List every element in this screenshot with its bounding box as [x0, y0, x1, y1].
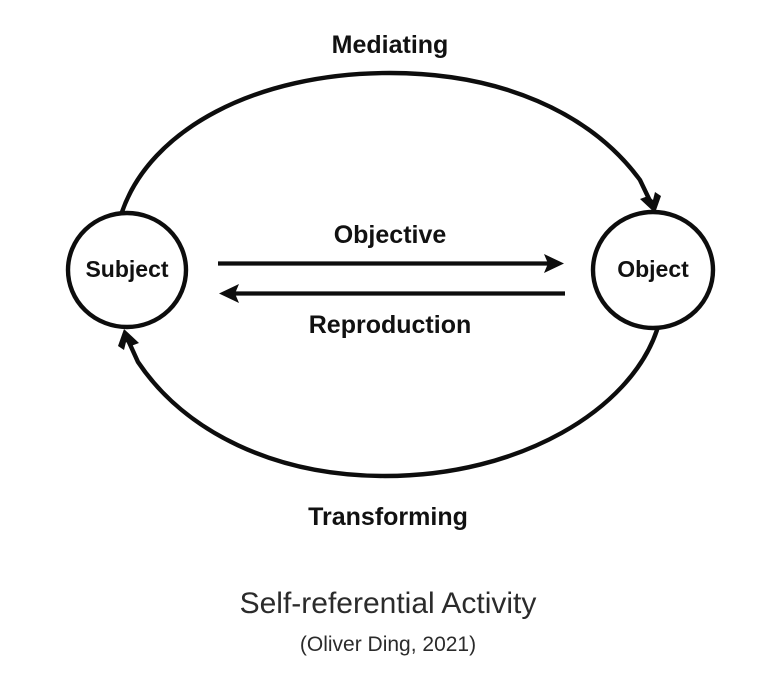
reproduction-arrowhead: [219, 284, 239, 303]
objective-arrowhead: [544, 254, 564, 273]
transforming-arrowhead: [118, 329, 139, 350]
edge-transforming: [118, 327, 660, 479]
edge-label-reproduction: Reproduction: [309, 311, 472, 339]
edge-label-objective: Objective: [334, 221, 447, 249]
caption-title: Self-referential Activity: [240, 587, 537, 620]
edge-label-transforming: Transforming: [308, 503, 468, 531]
edge-mediating: [119, 70, 661, 215]
object-circle[interactable]: [590, 209, 716, 331]
caption-attribution: (Oliver Ding, 2021): [300, 633, 476, 656]
edge-objective: [218, 254, 564, 273]
subject-label: Subject: [85, 256, 168, 282]
edge-reproduction: [219, 284, 565, 303]
subject-circle[interactable]: [65, 210, 189, 330]
node-subject[interactable]: Subject: [65, 210, 189, 330]
mediating-arc-path: [119, 70, 654, 215]
mediating-arrowhead: [640, 192, 661, 213]
edge-label-mediating: Mediating: [332, 31, 449, 59]
object-label: Object: [617, 256, 689, 282]
node-object[interactable]: Object: [590, 209, 716, 331]
transforming-arc-path: [125, 327, 660, 479]
